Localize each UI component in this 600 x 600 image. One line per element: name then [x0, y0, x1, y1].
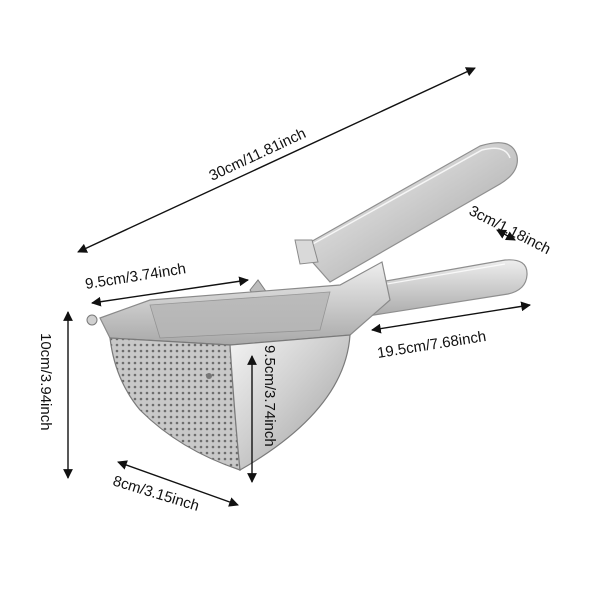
label-basket-height: 9.5cm/3.74inch	[261, 345, 278, 447]
label-basket-width: 9.5cm/3.74inch	[84, 260, 187, 293]
perforated-basket	[109, 334, 351, 471]
label-handle-length: 19.5cm/7.68inch	[376, 328, 487, 362]
arrow-handle-width	[496, 229, 516, 241]
label-handle-width: 3cm/1.18inch	[466, 202, 553, 258]
label-height: 10cm/3.94inch	[37, 333, 54, 431]
arrow-basket-depth	[117, 460, 239, 507]
dimension-arrows	[63, 67, 531, 507]
label-total-length: 30cm/11.81inch	[207, 125, 309, 185]
arrow-basket-width	[91, 276, 249, 307]
label-basket-depth: 8cm/3.15inch	[111, 473, 201, 515]
arrow-total-length	[77, 67, 476, 253]
arrow-handle-length	[371, 301, 531, 334]
